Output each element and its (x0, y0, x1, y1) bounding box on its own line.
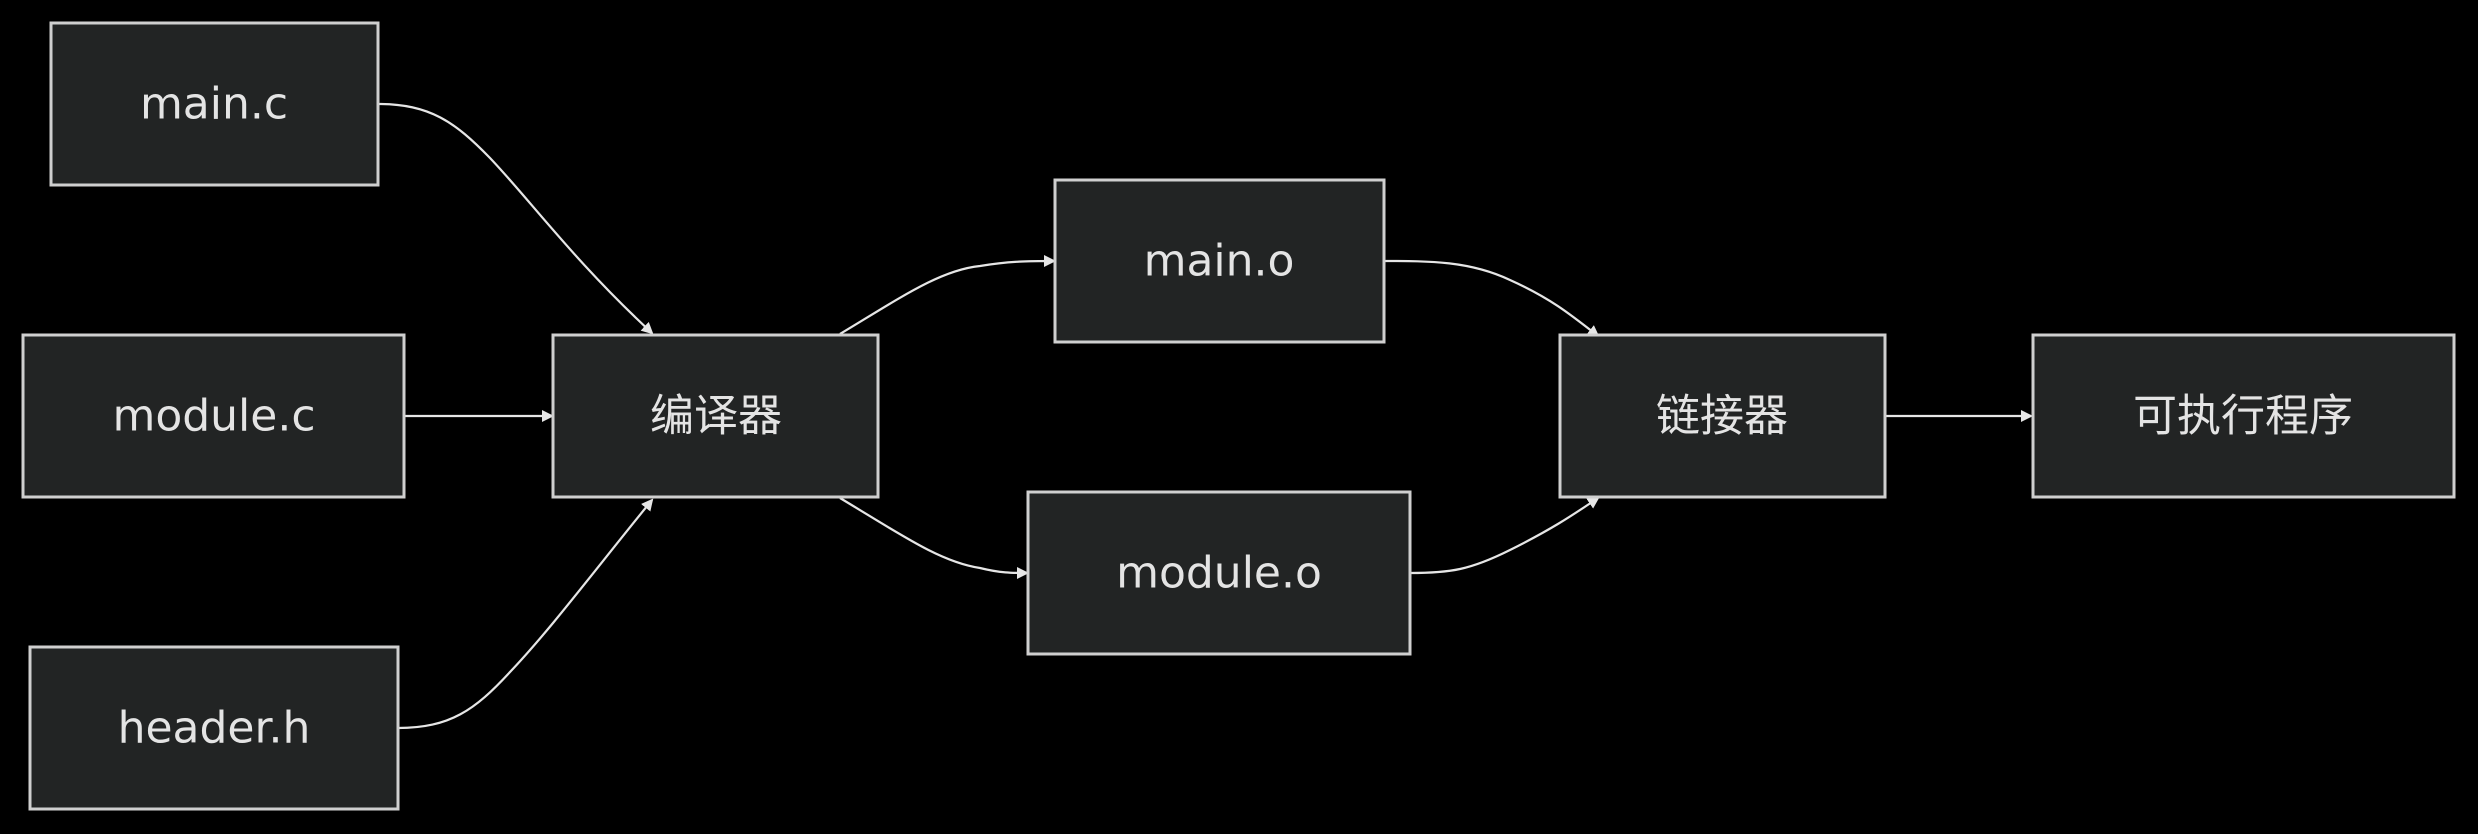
edge-compiler-to-module-o (839, 497, 1029, 579)
edge-compiler-to-main-o (839, 255, 1056, 335)
node-header-h-label: header.h (118, 703, 311, 754)
node-main-o-label: main.o (1144, 236, 1295, 287)
node-linker-label: 链接器 (1656, 391, 1788, 442)
node-executable: 可执行程序 (2031, 333, 2456, 499)
node-header-h: header.h (28, 645, 400, 811)
node-module-c-label: module.c (112, 391, 315, 442)
edge-main-c-to-compiler (377, 102, 654, 335)
node-compiler-label: 编译器 (650, 391, 782, 442)
node-main-o: main.o (1053, 178, 1386, 344)
edge-header-h-to-compiler (397, 498, 654, 730)
node-main-c: main.c (49, 21, 380, 187)
node-compiler: 编译器 (551, 333, 880, 499)
node-linker: 链接器 (1558, 333, 1887, 499)
edge-module-o-to-linker (1409, 496, 1600, 575)
node-main-c-label: main.c (140, 79, 288, 130)
node-module-c: module.c (21, 333, 406, 499)
node-module-o-label: module.o (1116, 548, 1322, 599)
node-module-o: module.o (1026, 490, 1412, 656)
edge-main-o-to-linker (1383, 259, 1600, 338)
node-executable-label: 可执行程序 (2133, 391, 2353, 442)
edges (377, 102, 2033, 730)
